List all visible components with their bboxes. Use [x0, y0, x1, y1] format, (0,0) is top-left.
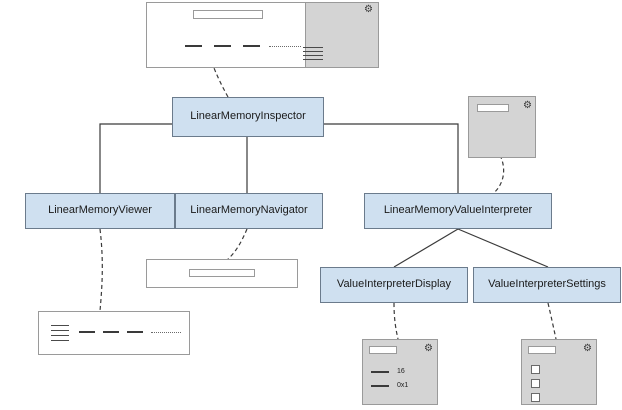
- settings-screenshot-field: [528, 346, 556, 354]
- display-value-0: 16: [397, 368, 405, 375]
- node-value-interpreter-settings[interactable]: ValueInterpreterSettings: [473, 267, 621, 303]
- value-interpreter-screenshot: [468, 96, 536, 158]
- gear-icon[interactable]: ⚙: [523, 100, 532, 111]
- node-linear-memory-inspector[interactable]: LinearMemoryInspector: [172, 97, 324, 137]
- node-label: LinearMemoryValueInterpreter: [383, 204, 533, 217]
- node-label: ValueInterpreterDisplay: [336, 278, 452, 291]
- gear-icon[interactable]: ⚙: [424, 343, 433, 354]
- node-linear-memory-navigator[interactable]: LinearMemoryNavigator: [175, 193, 323, 229]
- node-label: ValueInterpreterSettings: [488, 278, 606, 291]
- node-label: LinearMemoryInspector: [190, 110, 306, 123]
- value-interpreter-screenshot-field: [477, 104, 509, 112]
- settings-checkbox-1[interactable]: [531, 365, 540, 374]
- inspector-screenshot: [146, 2, 379, 68]
- viewer-screenshot: [38, 311, 190, 355]
- navigator-screenshot: [146, 259, 298, 288]
- display-screenshot: 16 0x1: [362, 339, 438, 405]
- settings-checkbox-2[interactable]: [531, 379, 540, 388]
- navigator-screenshot-field: [189, 269, 255, 277]
- settings-screenshot: [521, 339, 597, 405]
- node-label: LinearMemoryViewer: [48, 204, 152, 217]
- display-value-1: 0x1: [397, 382, 409, 389]
- gear-icon[interactable]: ⚙: [583, 343, 592, 354]
- settings-checkbox-3[interactable]: [531, 393, 540, 402]
- node-linear-memory-value-interpreter[interactable]: LinearMemoryValueInterpreter: [364, 193, 552, 229]
- node-linear-memory-viewer[interactable]: LinearMemoryViewer: [25, 193, 175, 229]
- inspector-screenshot-side-pane: [305, 3, 378, 67]
- gear-icon[interactable]: ⚙: [364, 4, 373, 15]
- inspector-screenshot-toolbar-field: [193, 10, 263, 19]
- node-value-interpreter-display[interactable]: ValueInterpreterDisplay: [320, 267, 468, 303]
- node-label: LinearMemoryNavigator: [190, 204, 308, 217]
- display-screenshot-field: [369, 346, 397, 354]
